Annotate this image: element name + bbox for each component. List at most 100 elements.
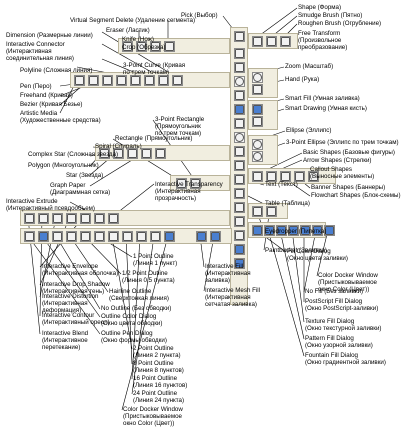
- interactive-fill-tool-icon[interactable]: [234, 258, 245, 269]
- callout-text-line: Fountain Fill Dialog: [305, 352, 358, 359]
- polygon-tool-icon[interactable]: [234, 146, 245, 157]
- flowchart-shapes-icon[interactable]: [280, 171, 291, 182]
- arrow-shapes-icon[interactable]: [266, 171, 277, 182]
- interactive-connector-icon[interactable]: [158, 75, 169, 86]
- flowchart-shapes-glyph: [281, 172, 290, 181]
- interactive-drop-shadow-icon[interactable]: [66, 213, 77, 224]
- callout-text-line: No Outline (Без обводки): [101, 305, 172, 312]
- texture-fill-icon[interactable]: [288, 225, 299, 236]
- two-point-outline-icon[interactable]: [108, 231, 119, 242]
- virtual-segment-delete-icon[interactable]: [164, 41, 175, 52]
- callout-text-line: Fill Color Dialog: [287, 248, 331, 255]
- interactive-transparency-glyph: [109, 214, 118, 223]
- fill-tool-icon[interactable]: [234, 244, 245, 255]
- spiral-icon[interactable]: [155, 148, 166, 159]
- fill-color-dialog-icon[interactable]: [252, 225, 263, 236]
- smart-drawing-icon[interactable]: [252, 116, 263, 127]
- no-fill-icon[interactable]: [312, 225, 323, 236]
- dimension-icon[interactable]: [172, 75, 183, 86]
- color-docker-outline-icon[interactable]: [164, 231, 175, 242]
- three-point-curve-icon[interactable]: [144, 75, 155, 86]
- ellipse-tool-icon[interactable]: [234, 132, 245, 143]
- hand-icon[interactable]: [252, 84, 263, 95]
- sixteen-point-outline-icon[interactable]: [136, 231, 147, 242]
- paintbucket-icon[interactable]: [266, 206, 277, 217]
- three-point-rectangle-icon[interactable]: [190, 178, 201, 189]
- smudge-brush-icon[interactable]: [266, 36, 277, 47]
- three-point-curve-glyph: [145, 76, 154, 85]
- interactive-transparency-icon[interactable]: [108, 213, 119, 224]
- three-point-ellipse-icon[interactable]: [252, 151, 263, 162]
- dimension-glyph: [173, 76, 182, 85]
- interactive-blend-icon[interactable]: [24, 213, 35, 224]
- crop-tool-icon[interactable]: [234, 62, 245, 73]
- shape-icon[interactable]: [252, 36, 263, 47]
- top-mid-callout-2: Knife (Нож): [122, 36, 154, 43]
- polyline-icon[interactable]: [130, 75, 141, 86]
- roughen-brush-icon[interactable]: [280, 36, 291, 47]
- knife-icon[interactable]: [136, 41, 147, 52]
- interactive-envelope-glyph: [81, 214, 90, 223]
- smart-fill-icon[interactable]: [252, 104, 263, 115]
- color-docker-fill-icon[interactable]: [324, 225, 335, 236]
- callout-text-line: (Интерактивная тень): [42, 288, 105, 295]
- twenty-four-point-outline-icon[interactable]: [150, 231, 161, 242]
- eyedropper-tool-icon[interactable]: [234, 202, 245, 213]
- rectangle-icon[interactable]: [176, 178, 187, 189]
- rectangle-tool-icon[interactable]: [234, 118, 245, 129]
- basic-shapes-tool-icon[interactable]: [234, 160, 245, 171]
- bezier-icon[interactable]: [88, 75, 99, 86]
- interactive-envelope-icon[interactable]: [80, 213, 91, 224]
- no-outline-icon[interactable]: [52, 231, 63, 242]
- half-point-outline-icon[interactable]: [80, 231, 91, 242]
- graph-paper-icon[interactable]: [141, 148, 152, 159]
- pattern-fill-icon[interactable]: [276, 225, 287, 236]
- crop-icon[interactable]: [122, 41, 133, 52]
- one-point-outline-icon[interactable]: [94, 231, 105, 242]
- artistic-media-icon[interactable]: [102, 75, 113, 86]
- zoom-tool-icon[interactable]: [234, 76, 245, 87]
- fountain-fill-icon[interactable]: [264, 225, 275, 236]
- freehand-tool-icon[interactable]: [234, 90, 245, 101]
- eraser-icon[interactable]: [150, 41, 161, 52]
- leader-line: [55, 235, 101, 310]
- interactive-extrude-icon[interactable]: [94, 213, 105, 224]
- star-icon[interactable]: [113, 148, 124, 159]
- mid-left-callout-3: Spiral (Спираль): [95, 143, 142, 150]
- text-tool-icon[interactable]: [234, 174, 245, 185]
- table-tool-icon[interactable]: [234, 188, 245, 199]
- banner-shapes-icon[interactable]: [294, 171, 305, 182]
- pick-tool-icon[interactable]: [234, 31, 245, 42]
- callout-shapes-icon[interactable]: [308, 171, 319, 182]
- complex-star-icon[interactable]: [127, 148, 138, 159]
- callout-text-line: 2 Point Outline: [133, 345, 174, 352]
- outline-pen-dialog-icon[interactable]: [24, 231, 35, 242]
- zoom-icon[interactable]: [252, 72, 263, 83]
- interactive-fill-icon[interactable]: [196, 231, 207, 242]
- interactive-blend-tool-icon[interactable]: [234, 216, 245, 227]
- outline-color-dialog-icon[interactable]: [38, 231, 49, 242]
- shape-tool-icon[interactable]: [234, 48, 245, 59]
- right-callout-9: Ellipse (Эллипс): [286, 127, 331, 134]
- shape-tool-glyph: [235, 49, 244, 58]
- hairline-outline-icon[interactable]: [66, 231, 77, 242]
- callout-text-line: Interactive Extrude: [6, 198, 58, 205]
- smart-fill-tool-icon[interactable]: [234, 104, 245, 115]
- callout-text-line: (Художественные средства): [20, 117, 101, 124]
- interactive-contour-icon[interactable]: [38, 213, 49, 224]
- polygon-icon[interactable]: [99, 148, 110, 159]
- callout-text-line: Dimension (Размерные линии): [6, 32, 93, 39]
- postscript-fill-icon[interactable]: [300, 225, 311, 236]
- eyedropper-icon[interactable]: [252, 206, 263, 217]
- pen-icon[interactable]: [116, 75, 127, 86]
- right-callout-17: Table (Таблица): [265, 200, 310, 207]
- interactive-mesh-fill-icon[interactable]: [210, 231, 221, 242]
- top-mid-callout-1: Eraser (Ластик): [106, 27, 150, 34]
- basic-shapes-icon[interactable]: [252, 171, 263, 182]
- interactive-distortion-icon[interactable]: [52, 213, 63, 224]
- eight-point-outline-icon[interactable]: [122, 231, 133, 242]
- hairline-outline-glyph: [67, 232, 76, 241]
- freehand-icon[interactable]: [74, 75, 85, 86]
- outline-tool-icon[interactable]: [234, 230, 245, 241]
- ellipse-icon[interactable]: [252, 139, 263, 150]
